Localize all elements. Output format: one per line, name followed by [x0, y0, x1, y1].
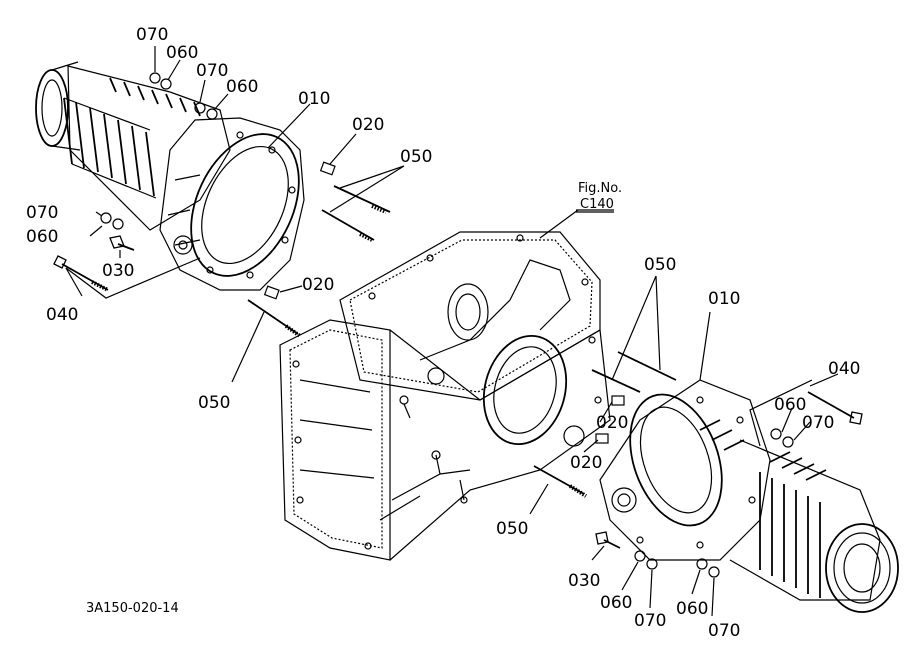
stud-bolt-right-upper — [617, 351, 677, 381]
callout-020-top: 020 — [352, 115, 384, 135]
drawing-code: 3A150-020-14 — [86, 601, 179, 616]
transmission-case — [279, 231, 611, 561]
stud-bolts-left — [321, 185, 391, 242]
right-axle-housing — [599, 379, 899, 613]
callout-070: 070 — [708, 621, 740, 641]
figure-reference: C140 — [580, 197, 614, 212]
callout-040-right: 040 — [828, 359, 860, 379]
stud-bolt-lower-left — [247, 299, 299, 335]
callout-070: 070 — [802, 413, 834, 433]
callout-050-right: 050 — [644, 255, 676, 275]
callout-040-left: 040 — [46, 305, 78, 325]
callout-070: 070 — [634, 611, 666, 631]
callout-060: 060 — [26, 227, 58, 247]
callout-070: 070 — [26, 203, 58, 223]
nuts-and-washers — [100, 72, 794, 578]
callout-050-bottom: 050 — [496, 519, 528, 539]
bolt-left — [53, 255, 109, 292]
callout-050-top: 050 — [400, 147, 432, 167]
callout-020-mid: 020 — [302, 275, 334, 295]
bolt-right — [807, 391, 863, 425]
callout-060: 060 — [226, 77, 258, 97]
bolt-030-left — [109, 235, 135, 251]
dowel-pin-right-b — [595, 433, 609, 444]
figure-number-label: Fig.No. — [578, 181, 622, 196]
callout-070: 070 — [136, 25, 168, 45]
callout-020-right: 020 — [570, 453, 602, 473]
dowel-pin-mid — [263, 285, 280, 300]
callout-050-left: 050 — [198, 393, 230, 413]
callout-060: 060 — [774, 395, 806, 415]
callout-010-right: 010 — [708, 289, 740, 309]
callout-060: 060 — [676, 599, 708, 619]
dowel-pin-top — [319, 161, 336, 176]
callout-070: 070 — [196, 61, 228, 81]
leader-lines — [65, 46, 839, 617]
bolt-030-bottom — [595, 531, 621, 549]
callout-060: 060 — [166, 43, 198, 63]
dowel-pin-right-a — [611, 395, 625, 406]
stud-thread-bottom — [568, 484, 588, 498]
callout-030-left: 030 — [102, 261, 134, 281]
callout-020-right: 020 — [596, 413, 628, 433]
callout-060: 060 — [600, 593, 632, 613]
callout-010-left: 010 — [298, 89, 330, 109]
stud-bolt-right-mid — [591, 369, 641, 393]
callout-030-bottom: 030 — [568, 571, 600, 591]
left-axle-housing — [35, 61, 305, 291]
callout-labels: 070 060 070 060 010 020 050 Fig.No. C140… — [26, 25, 860, 641]
